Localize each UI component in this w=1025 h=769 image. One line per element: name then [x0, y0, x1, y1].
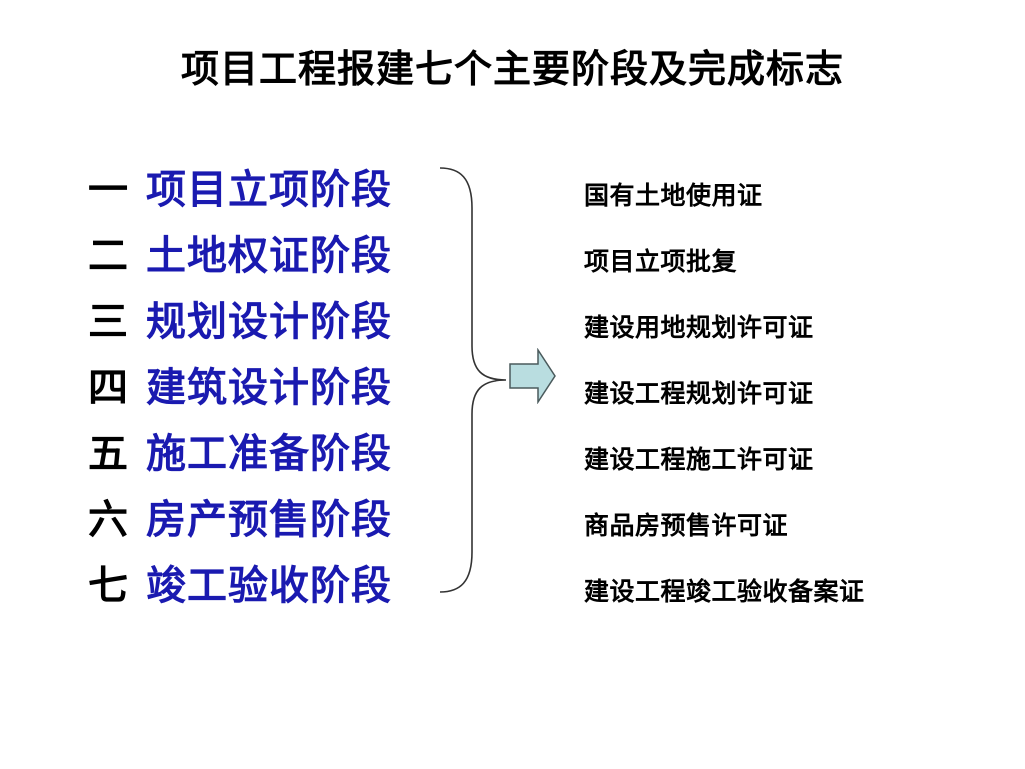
stage-number: 三: [88, 299, 128, 345]
completion-mark-item: 建设用地规划许可证: [584, 313, 814, 342]
stage-number: 四: [88, 365, 128, 411]
completion-mark-item: 建设工程竣工验收备案证: [584, 577, 865, 606]
stage-number: 二: [88, 233, 128, 279]
stage-list: 一 项目立项阶段 二 土地权证阶段 三 规划设计阶段 四 建筑设计阶段 五 施工…: [88, 157, 392, 619]
stage-name: 施工准备阶段: [146, 431, 392, 477]
stage-item-4: 四 建筑设计阶段: [88, 355, 392, 421]
stage-number: 一: [88, 167, 128, 213]
stage-item-5: 五 施工准备阶段: [88, 421, 392, 487]
completion-mark-item: 项目立项批复: [584, 247, 738, 276]
completion-mark-item: 商品房预售许可证: [584, 511, 789, 540]
stage-number: 五: [88, 431, 128, 477]
stage-name: 竣工验收阶段: [146, 563, 392, 609]
right-curly-brace-icon: [439, 167, 507, 593]
stage-item-3: 三 规划设计阶段: [88, 289, 392, 355]
stage-name: 项目立项阶段: [146, 167, 392, 213]
completion-mark-item: 国有土地使用证: [584, 181, 763, 210]
stage-item-2: 二 土地权证阶段: [88, 223, 392, 289]
stage-name: 房产预售阶段: [146, 497, 392, 543]
page-title: 项目工程报建七个主要阶段及完成标志: [180, 47, 844, 91]
stage-name: 建筑设计阶段: [146, 365, 392, 411]
stage-item-6: 六 房产预售阶段: [88, 487, 392, 553]
stage-name: 土地权证阶段: [146, 233, 392, 279]
stage-number: 七: [88, 563, 128, 609]
completion-mark-list: 国有土地使用证 项目立项批复 建设用地规划许可证 建设工程规划许可证 建设工程施…: [584, 163, 865, 625]
stage-name: 规划设计阶段: [146, 299, 392, 345]
completion-mark-item: 建设工程施工许可证: [584, 445, 814, 474]
right-arrow-icon: [509, 348, 556, 404]
stage-item-7: 七 竣工验收阶段: [88, 553, 392, 619]
stage-item-1: 一 项目立项阶段: [88, 157, 392, 223]
stage-number: 六: [88, 497, 128, 543]
completion-mark-item: 建设工程规划许可证: [584, 379, 814, 408]
